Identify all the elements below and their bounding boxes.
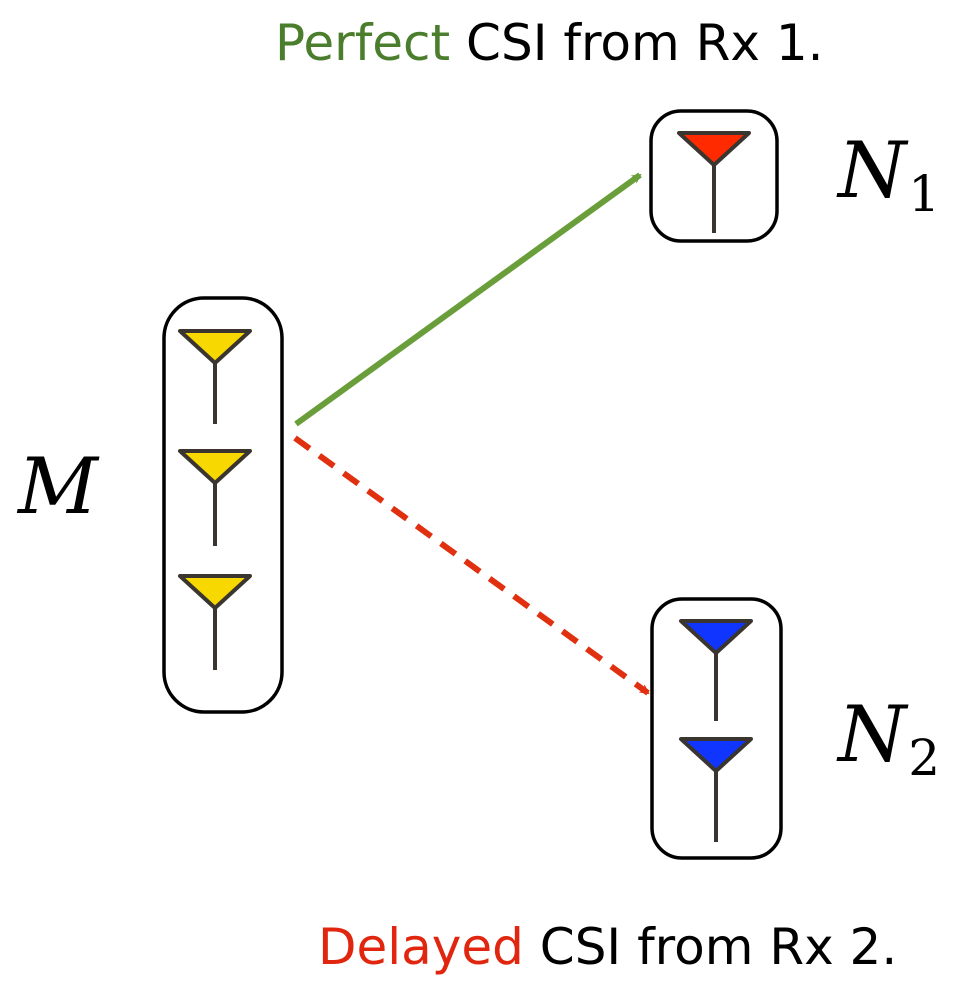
tx-antenna-icon: [178, 329, 252, 424]
receiver-1-label: N1: [838, 132, 940, 219]
caption-perfect-rest: CSI from Rx 1.: [450, 14, 824, 72]
receiver-2-label-base: N: [838, 690, 907, 780]
delayed-csi-arrow: [293, 435, 650, 696]
receiver-1-node: [649, 109, 779, 243]
receiver-2-label-sub: 2: [908, 729, 941, 787]
rx2-antenna-icon: [679, 737, 753, 842]
caption-delayed-csi: Delayed CSI from Rx 2.: [318, 922, 897, 972]
caption-perfect-csi: Perfect CSI from Rx 1.: [275, 18, 824, 68]
perfect-csi-arrow: [294, 172, 642, 427]
transmitter-node: [162, 296, 284, 714]
transmitter-label-text: M: [18, 442, 98, 532]
receiver-2-label: N2: [838, 696, 940, 783]
tx-antenna-icon: [178, 449, 252, 546]
receiver-1-box: [649, 109, 779, 243]
tx-antenna-icon: [178, 574, 252, 670]
receiver-2-node: [650, 597, 783, 860]
caption-delayed-highlight: Delayed: [318, 918, 524, 976]
caption-delayed-rest: CSI from Rx 2.: [523, 918, 898, 976]
receiver-2-box: [650, 597, 783, 860]
caption-perfect-highlight: Perfect: [275, 14, 451, 72]
receiver-1-label-base: N: [838, 126, 907, 216]
rx1-antenna-icon: [677, 131, 751, 233]
rx2-antenna-icon: [679, 619, 753, 721]
receiver-1-label-sub: 1: [908, 165, 941, 223]
transmitter-label: M: [18, 448, 98, 526]
transmitter-box: [162, 296, 284, 714]
